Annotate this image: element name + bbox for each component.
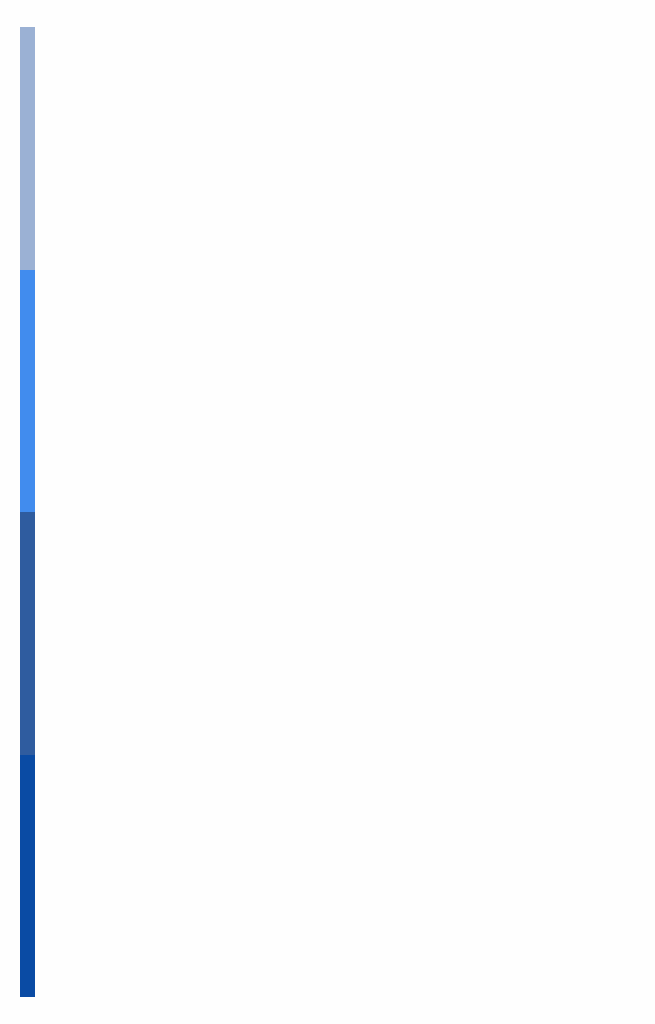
color-strip-segment-3 [20,512,35,755]
color-strip-segment-4 [20,754,35,997]
color-strip-segment-1 [20,27,35,270]
color-strip-segment-2 [20,269,35,512]
color-strip [20,27,35,997]
